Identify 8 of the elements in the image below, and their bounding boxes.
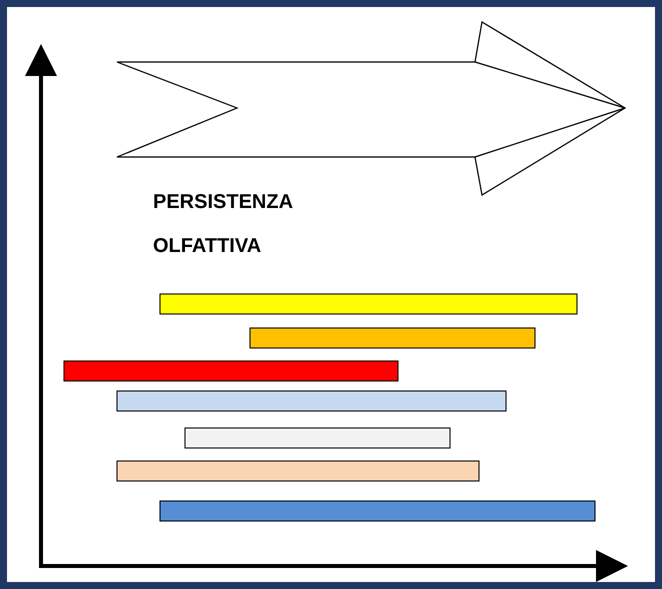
range-bar	[184, 428, 450, 448]
range-bar	[250, 328, 536, 348]
range-bar	[160, 294, 578, 314]
axis-title: PERSISTENZA OLFATTIVA	[153, 190, 294, 259]
range-bar	[116, 390, 506, 412]
range-bar	[160, 500, 596, 522]
range-bar	[64, 360, 398, 382]
range-bar	[116, 460, 480, 482]
